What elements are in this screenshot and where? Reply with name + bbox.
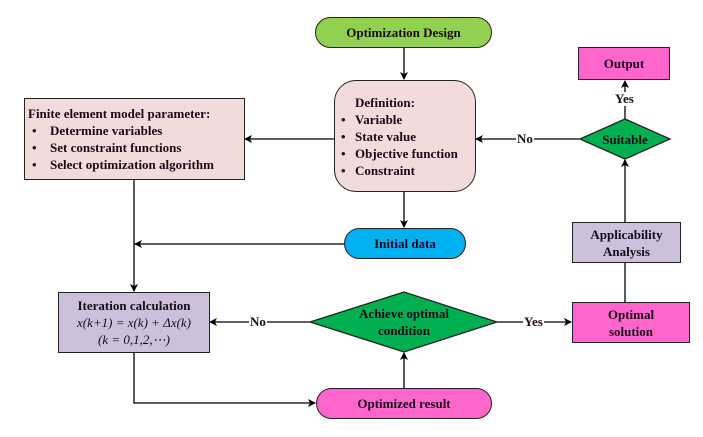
achieve-no-label: No (249, 314, 267, 329)
applicability-line2: Analysis (603, 243, 650, 259)
iteration-range: (k = 0,1,2,⋯) (98, 332, 170, 347)
applicability-line1: Applicability (590, 226, 663, 242)
optimized-result-node: Optimized result (316, 388, 492, 419)
optimal-solution-node: Optimal solution (572, 302, 690, 343)
edge-iteration-to-optimized-result (133, 353, 316, 407)
fem-item: Set constraint functions (28, 139, 214, 156)
achieve-yes-label: Yes (523, 314, 544, 329)
suitable-node: Suitable (590, 131, 660, 148)
iteration-title: Iteration calculation (77, 298, 191, 313)
fem-item: Determine variables (28, 122, 214, 139)
definition-list: Variable State value Objective function … (337, 111, 458, 179)
suitable-no-label: No (516, 131, 534, 146)
achieve-optimal-condition-node: Achieve optimal condition (330, 305, 478, 339)
optimized-result-label: Optimized result (357, 396, 451, 411)
output-node: Output (578, 47, 670, 80)
optimization-design-node: Optimization Design (315, 17, 492, 48)
achieve-label-line1: Achieve optimal (359, 306, 449, 321)
optimal-solution-line1: Optimal (607, 306, 655, 322)
definition-item: Constraint (337, 162, 458, 179)
initial-data-label: Initial data (374, 236, 436, 251)
optimization-design-label: Optimization Design (346, 25, 461, 40)
iteration-formula: x(k+1) = x(k) + Δx(k) (76, 315, 192, 330)
fem-parameter-node: Finite element model parameter: Determin… (24, 98, 245, 180)
definition-title: Definition: (355, 94, 415, 110)
applicability-analysis-node: Applicability Analysis (572, 222, 681, 263)
definition-node: Definition: Variable State value Objecti… (334, 80, 476, 192)
iteration-node: Iteration calculation x(k+1) = x(k) + Δx… (58, 292, 210, 353)
fem-item: Select optimization algorithm (28, 156, 214, 173)
definition-item: Variable (337, 111, 458, 128)
suitable-yes-label: Yes (614, 91, 635, 106)
definition-item: Objective function (337, 145, 458, 162)
definition-item: State value (337, 128, 458, 145)
achieve-diamond-shape (307, 291, 500, 353)
output-label: Output (603, 56, 645, 71)
fem-title: Finite element model parameter: (28, 106, 211, 121)
suitable-diamond-shape (578, 118, 672, 160)
suitable-label: Suitable (602, 132, 648, 147)
optimal-solution-line2: solution (608, 323, 654, 339)
achieve-label-line2: condition (377, 323, 430, 338)
initial-data-node: Initial data (344, 228, 466, 259)
fem-list: Determine variables Set constraint funct… (28, 122, 214, 173)
